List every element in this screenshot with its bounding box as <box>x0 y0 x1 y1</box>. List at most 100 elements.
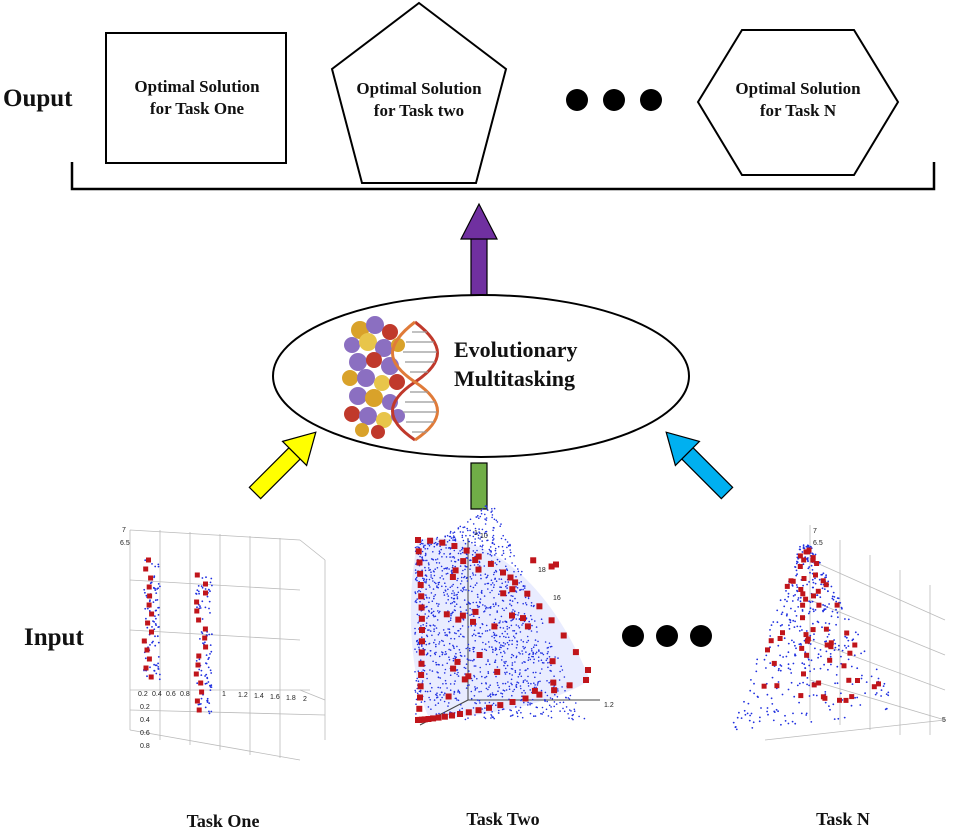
plot-point <box>485 687 488 690</box>
plot-point <box>441 653 444 656</box>
plot-point <box>530 602 533 604</box>
plot-point <box>443 594 446 596</box>
plot-point <box>435 558 437 561</box>
plot-point <box>450 614 452 617</box>
plot-point <box>208 710 210 713</box>
plot-point <box>785 655 788 658</box>
plot-point <box>414 569 417 571</box>
plot-point <box>474 689 477 691</box>
plot-point <box>801 629 803 631</box>
plot-point <box>435 627 438 629</box>
plot-point <box>457 675 460 677</box>
plot-point <box>557 657 559 659</box>
yellow-arrow <box>248 431 317 500</box>
plot-point <box>495 552 497 555</box>
plot-point <box>490 555 493 557</box>
plot-point <box>436 585 438 587</box>
plot-point <box>539 672 541 674</box>
plot-point <box>789 621 792 624</box>
plot-point <box>439 545 441 548</box>
plot-point <box>512 654 515 657</box>
plot-point <box>520 639 522 641</box>
plot-point <box>145 617 147 620</box>
plot-point <box>561 669 564 671</box>
plot-point <box>450 570 453 572</box>
plot-point <box>463 666 466 669</box>
plot-point <box>483 716 486 719</box>
plot-point <box>157 606 160 609</box>
plot-point <box>154 565 157 568</box>
plot-point <box>426 690 429 693</box>
plot-point <box>426 634 428 637</box>
plot-point <box>501 693 504 695</box>
plot-point <box>788 628 791 630</box>
plot-point <box>504 662 506 664</box>
plot-point <box>434 639 436 641</box>
plot-point <box>520 687 522 690</box>
plot-point <box>417 670 420 672</box>
plot-point <box>802 547 805 549</box>
plot-point <box>515 624 518 626</box>
plot-point <box>416 598 419 600</box>
plot-point <box>792 662 795 665</box>
plot-point <box>531 650 533 652</box>
plot-point <box>421 643 423 646</box>
plot-point <box>794 644 796 647</box>
plot-point <box>553 701 556 703</box>
plot-point <box>812 638 815 641</box>
plot-point <box>495 648 498 650</box>
plot-point <box>517 682 520 684</box>
plot-point <box>455 632 457 635</box>
plot-point <box>760 707 762 709</box>
plot-point <box>535 626 538 628</box>
plot-point <box>489 546 492 548</box>
plot-point <box>813 633 815 635</box>
plot-point <box>772 621 775 623</box>
plot-point <box>562 707 564 710</box>
plot-point <box>537 656 540 658</box>
plot-point <box>509 555 511 558</box>
plot-point <box>490 511 493 513</box>
plot-point <box>521 716 524 719</box>
plot-point <box>508 626 511 629</box>
plot-point <box>801 551 804 553</box>
plot-point <box>809 634 812 637</box>
plot-point <box>478 616 481 619</box>
plot-point <box>511 611 513 613</box>
plot-point <box>834 646 837 649</box>
plot-point <box>472 660 474 662</box>
plot-point <box>829 655 832 658</box>
plot-point <box>453 557 456 559</box>
plot-point <box>501 645 504 647</box>
plot-point <box>740 717 743 719</box>
plot-point <box>824 691 827 693</box>
plot-point <box>743 709 746 712</box>
plot-point <box>430 574 432 576</box>
plot-point <box>519 706 522 709</box>
plot-point <box>493 518 496 521</box>
plot-point <box>853 654 856 657</box>
plot-point <box>438 641 441 643</box>
plot-marker <box>194 608 200 614</box>
plot-point <box>530 614 532 617</box>
plot-point <box>484 531 487 533</box>
plot-point <box>482 604 484 606</box>
plot-point <box>834 682 836 685</box>
plot-point <box>424 613 427 615</box>
plot-point <box>448 631 451 633</box>
plot-point <box>472 523 475 525</box>
plot-point <box>453 531 456 533</box>
plot-point <box>791 639 793 642</box>
output-bracket <box>70 162 936 191</box>
plot-point <box>478 635 481 638</box>
plot-point <box>470 578 473 580</box>
plot-point <box>149 666 151 669</box>
plot-marker <box>198 680 204 686</box>
plot-point <box>798 701 800 704</box>
plot-point <box>453 690 456 693</box>
plot-point <box>506 628 509 630</box>
plot-point <box>748 719 751 722</box>
plot-point <box>493 584 496 586</box>
plot-point <box>521 695 523 698</box>
task-n-solution-label: Optimal Solution for Task N <box>700 78 896 122</box>
